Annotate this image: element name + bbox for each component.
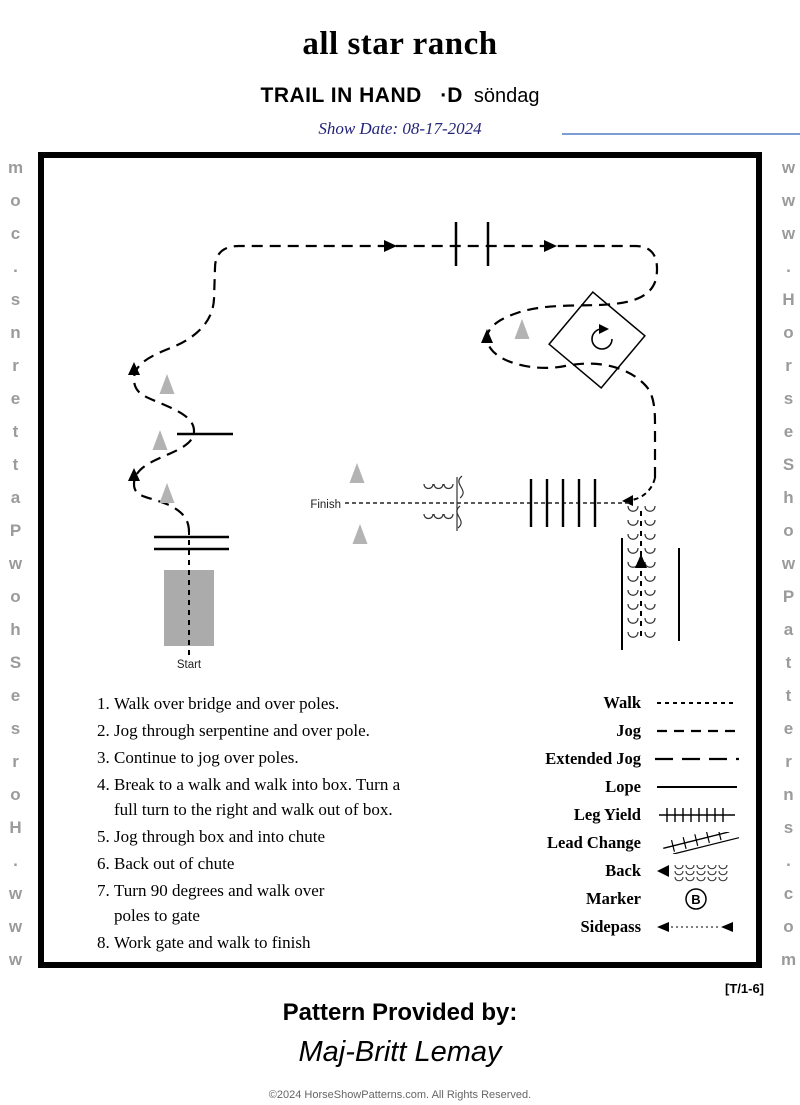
- event-day: söndag: [473, 85, 540, 107]
- extended-jog-line-symbol: [655, 757, 739, 761]
- legend-label: Walk: [603, 693, 641, 712]
- instruction-item: Break to a walk and walk into box. Turn …: [114, 773, 466, 823]
- legend-row-lead-change: Lead Change: [491, 832, 744, 854]
- provider-name: Maj-Britt Lemay: [298, 1036, 502, 1068]
- direction-arrows-serpentine: [128, 362, 140, 481]
- legend-row-extended-jog: Extended Jog: [491, 748, 744, 770]
- legend-row-walk: Walk: [491, 692, 744, 714]
- instruction-item: Walk over bridge and over poles.: [114, 692, 466, 717]
- legend-label: Lead Change: [547, 833, 641, 852]
- gate-obstacle: [423, 475, 464, 531]
- marker-symbol: B: [685, 888, 707, 910]
- back-symbol: [657, 864, 728, 882]
- watermark-right: www.HorseShowPatterns.com: [779, 158, 798, 966]
- legend-row-jog: Jog: [491, 720, 744, 742]
- instructions-list: Walk over bridge and over poles. Jog thr…: [88, 692, 466, 958]
- direction-arrows-top: [384, 240, 557, 252]
- legend-label: Marker: [586, 889, 641, 908]
- back-marks-chute: [627, 505, 656, 638]
- walkover-poles-finish: [529, 479, 597, 527]
- legend-row-back: Back: [491, 860, 744, 882]
- legend-label: Extended Jog: [545, 749, 641, 768]
- jog-path-main: [132, 244, 659, 533]
- lead-change-symbol: [663, 832, 740, 854]
- full-turn-symbol: [591, 324, 613, 350]
- direction-arrow-turn: [622, 495, 633, 506]
- legend-row-lope: Lope: [491, 776, 744, 798]
- direction-arrow-loop: [481, 329, 493, 343]
- finish-label: Finish: [310, 499, 341, 511]
- instruction-item: Turn 90 degrees and walk over poles to g…: [114, 879, 466, 929]
- box-obstacle: [548, 291, 646, 389]
- sidepass-symbol: [657, 922, 733, 932]
- provided-by-heading: Pattern Provided by:: [282, 999, 518, 1026]
- event-subtitle: TRAIL IN HAND ·D söndag: [0, 84, 800, 108]
- legend-label: Leg Yield: [573, 805, 641, 824]
- jog-line-symbol: [657, 729, 737, 733]
- show-date: Show Date: 08-17-2024: [318, 119, 482, 138]
- cone-markers: [152, 319, 530, 544]
- legend-label: Jog: [616, 721, 641, 740]
- legend-label: Lope: [605, 777, 641, 796]
- legend-row-sidepass: Sidepass: [491, 916, 744, 938]
- leg-yield-symbol: [659, 808, 735, 822]
- instruction-item: Jog through serpentine and over pole.: [114, 719, 466, 744]
- gait-legend: Walk Jog Extended Jog Lope: [491, 692, 744, 944]
- legend-row-leg-yield: Leg Yield: [491, 804, 744, 826]
- pattern-border-box: Start: [38, 152, 762, 968]
- division-code: ·D: [440, 84, 463, 107]
- page-code: [T/1-6]: [725, 981, 764, 996]
- jogover-poles-top: [454, 222, 490, 266]
- instruction-item: Back out of chute: [114, 852, 466, 877]
- pattern-diagram: Start: [128, 222, 680, 671]
- legend-label: Back: [605, 861, 641, 880]
- watermark-left: moc.snrettaPwohSesroH.www: [6, 158, 25, 966]
- chute-walls: [621, 538, 680, 650]
- turn-hook-path: [631, 477, 656, 501]
- instruction-item: Work gate and walk to finish: [114, 931, 466, 956]
- walk-line-symbol: [657, 702, 737, 704]
- lope-line-symbol: [657, 786, 737, 788]
- instruction-item: Continue to jog over poles.: [114, 746, 466, 771]
- start-label: Start: [177, 659, 202, 671]
- svg-text:B: B: [691, 892, 700, 907]
- legend-label: Sidepass: [580, 917, 641, 936]
- instruction-item: Jog through box and into chute: [114, 825, 466, 850]
- legend-row-marker: Marker B: [491, 888, 744, 910]
- walkover-poles-bridge: [154, 535, 229, 551]
- date-underline: [562, 133, 800, 135]
- ranch-title: all star ranch: [302, 26, 498, 62]
- copyright-notice: ©2024 HorseShowPatterns.com. All Rights …: [268, 1089, 532, 1101]
- event-name: TRAIL IN HAND: [260, 84, 422, 107]
- direction-arrow-chute: [635, 554, 647, 568]
